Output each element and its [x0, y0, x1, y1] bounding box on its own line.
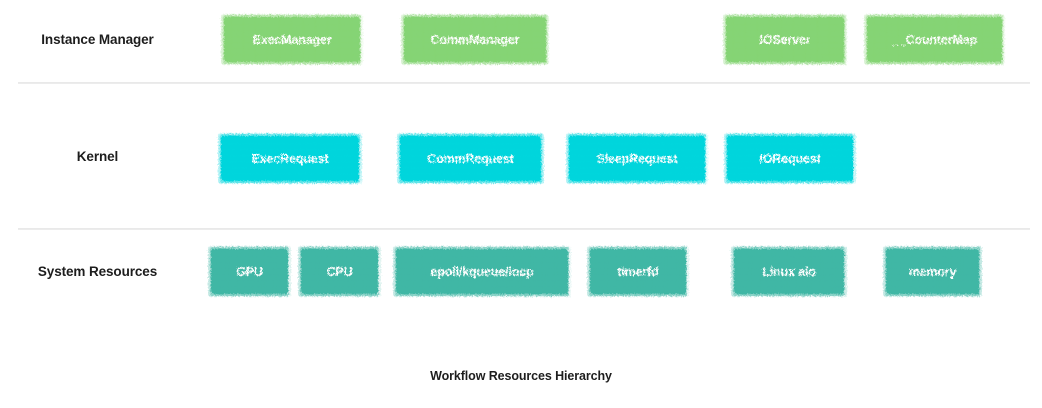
- row-divider-2: [18, 228, 1030, 230]
- node-linux-aio[interactable]: Linux aio: [734, 249, 844, 294]
- node-exec-request[interactable]: ExecRequest: [221, 136, 359, 181]
- node-io-server[interactable]: IOServer: [726, 17, 844, 62]
- node-label: IORequest: [759, 151, 821, 166]
- node-label: timerfd: [617, 264, 659, 279]
- node-label: ExecRequest: [251, 151, 329, 166]
- node-epoll-kqueue-iocp[interactable]: epoll/kqueue/iocp: [396, 249, 568, 294]
- row-label-instance-manager: Instance Manager: [41, 32, 154, 47]
- node-label: CPU: [326, 264, 353, 279]
- node-exec-manager[interactable]: ExecManager: [224, 17, 360, 62]
- row-label-kernel: Kernel: [76, 149, 119, 164]
- node-label: CommRequest: [427, 151, 514, 166]
- diagram-caption: Workflow Resources Hierarchy: [430, 369, 612, 383]
- node-comm-request[interactable]: CommRequest: [400, 136, 541, 181]
- node-label: memory: [908, 264, 957, 279]
- node-label: SleepRequest: [596, 151, 678, 166]
- node-comm-manager[interactable]: CommManager: [404, 17, 546, 62]
- node-counter-map[interactable]: __CounterMap: [867, 17, 1002, 62]
- row-label-system-resources: System Resources: [37, 264, 158, 279]
- node-cpu[interactable]: CPU: [301, 249, 378, 294]
- node-label: epoll/kqueue/iocp: [430, 264, 534, 279]
- node-timerfd[interactable]: timerfd: [590, 249, 686, 294]
- node-io-request[interactable]: IORequest: [727, 136, 853, 181]
- node-label: ExecManager: [252, 32, 332, 47]
- node-label: Linux aio: [762, 264, 816, 279]
- node-gpu[interactable]: GPU: [211, 249, 288, 294]
- node-label: CommManager: [430, 32, 520, 47]
- node-label: __CounterMap: [891, 32, 978, 47]
- node-memory[interactable]: memory: [886, 249, 979, 294]
- row-divider-1: [18, 82, 1030, 84]
- node-label: IOServer: [759, 32, 811, 47]
- node-label: GPU: [236, 264, 263, 279]
- node-sleep-request[interactable]: SleepRequest: [569, 136, 705, 181]
